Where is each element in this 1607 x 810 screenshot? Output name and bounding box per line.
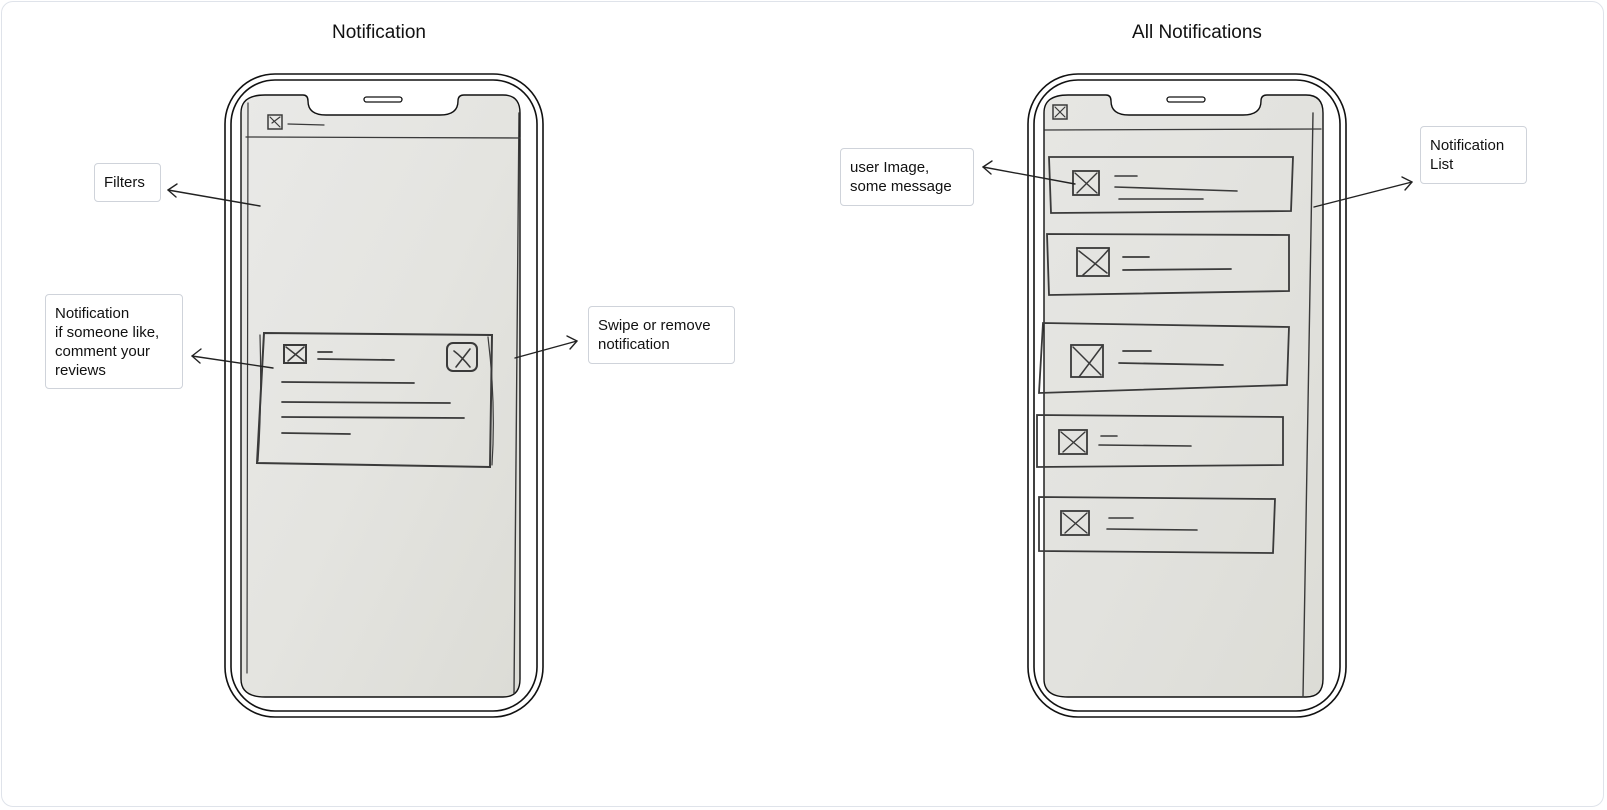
annotation-notification-description: Notification if someone like, comment yo… [45, 294, 183, 389]
phone-mockup-all-notifications [1027, 73, 1349, 739]
phone-mockup-notification [224, 73, 546, 739]
annotation-notification-list: Notification List [1420, 126, 1527, 184]
annotation-user-image-message-text: user Image, some message [850, 159, 952, 195]
phone-sketch-notification [224, 73, 544, 718]
annotation-user-image-message: user Image, some message [840, 148, 974, 206]
screen-title-notification: Notification [332, 22, 426, 43]
annotation-notification-description-text: Notification if someone like, comment yo… [55, 305, 160, 379]
phone-sketch-all-notifications [1027, 73, 1347, 718]
annotation-swipe-remove-text: Swipe or remove notification [598, 317, 711, 353]
annotation-filters: Filters [94, 163, 161, 202]
annotation-notification-list-text: Notification List [1430, 137, 1505, 173]
annotation-filters-text: Filters [104, 174, 145, 191]
annotation-swipe-remove: Swipe or remove notification [588, 306, 735, 364]
screen-title-all-notifications: All Notifications [1132, 22, 1262, 43]
